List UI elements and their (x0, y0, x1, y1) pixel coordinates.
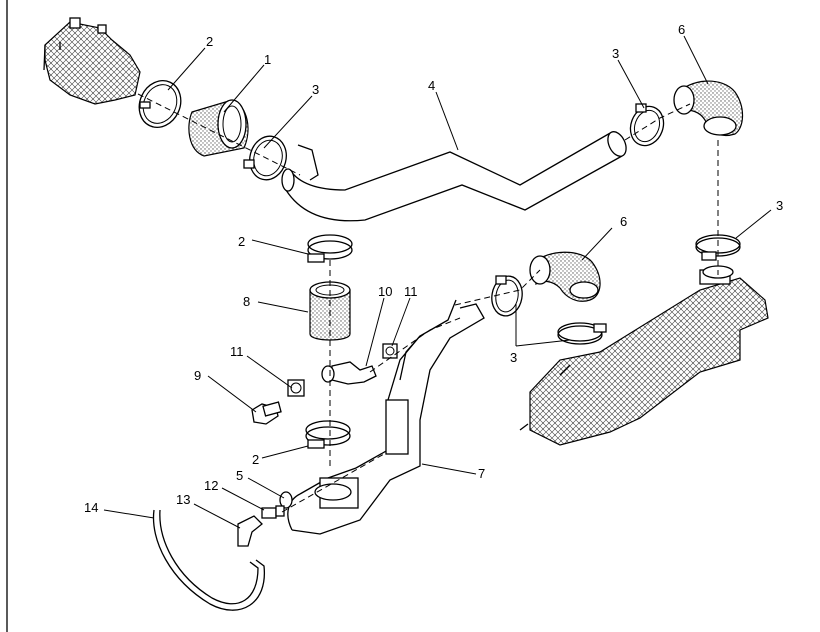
callout-10: 10 (378, 284, 392, 299)
elbow-6-top (673, 80, 744, 137)
callout-2-lower: 2 (252, 452, 259, 467)
callout-3-middle: 3 (510, 350, 517, 365)
callout-8: 8 (243, 294, 250, 309)
callout-11-right: 11 (404, 284, 418, 299)
callout-4: 4 (428, 78, 435, 93)
callout-1: 1 (264, 52, 271, 67)
elbow-6-middle (529, 251, 601, 302)
clamp-3-right (695, 234, 741, 261)
clamp-3-middle (491, 275, 607, 345)
fitting-5 (279, 491, 293, 509)
hose-1 (188, 99, 249, 157)
callout-14: 14 (84, 500, 98, 515)
clamp-3-upper-right (629, 103, 665, 147)
elbow-13 (237, 515, 263, 547)
centerline-top-left (137, 93, 301, 176)
tube-4 (281, 131, 627, 222)
hose-14 (152, 509, 265, 611)
callout-9: 9 (194, 368, 201, 383)
leader-lines (103, 35, 772, 529)
callout-13: 13 (176, 492, 190, 507)
callout-11-left: 11 (230, 344, 244, 359)
centerline-middle-right (454, 269, 541, 306)
callout-6-middle: 6 (620, 214, 627, 229)
aftercooler-core (519, 265, 769, 446)
nut-11-left (287, 379, 305, 397)
centerline-top-right (624, 103, 691, 141)
turbocharger-housing (43, 17, 141, 105)
callout-6-top: 6 (678, 22, 685, 37)
callout-12: 12 (204, 478, 218, 493)
clamp-2-top (138, 80, 182, 128)
callout-3-upper-right: 3 (612, 46, 619, 61)
callout-2-middle: 2 (238, 234, 245, 249)
fitting-10 (321, 361, 377, 385)
clamp-3-upper-left (243, 135, 287, 181)
tube-7 (287, 299, 485, 535)
callout-7: 7 (478, 466, 485, 481)
callout-2-top: 2 (206, 34, 213, 49)
clamp-2-middle (307, 234, 353, 263)
plug-9 (251, 401, 282, 425)
callout-3-right: 3 (776, 198, 783, 213)
nut-11-right (382, 343, 398, 359)
clamp-2-lower (305, 420, 351, 449)
callout-5: 5 (236, 468, 243, 483)
centerline-fitting (369, 317, 461, 373)
callout-3-upper-left: 3 (312, 82, 319, 97)
fitting-12 (261, 505, 285, 519)
